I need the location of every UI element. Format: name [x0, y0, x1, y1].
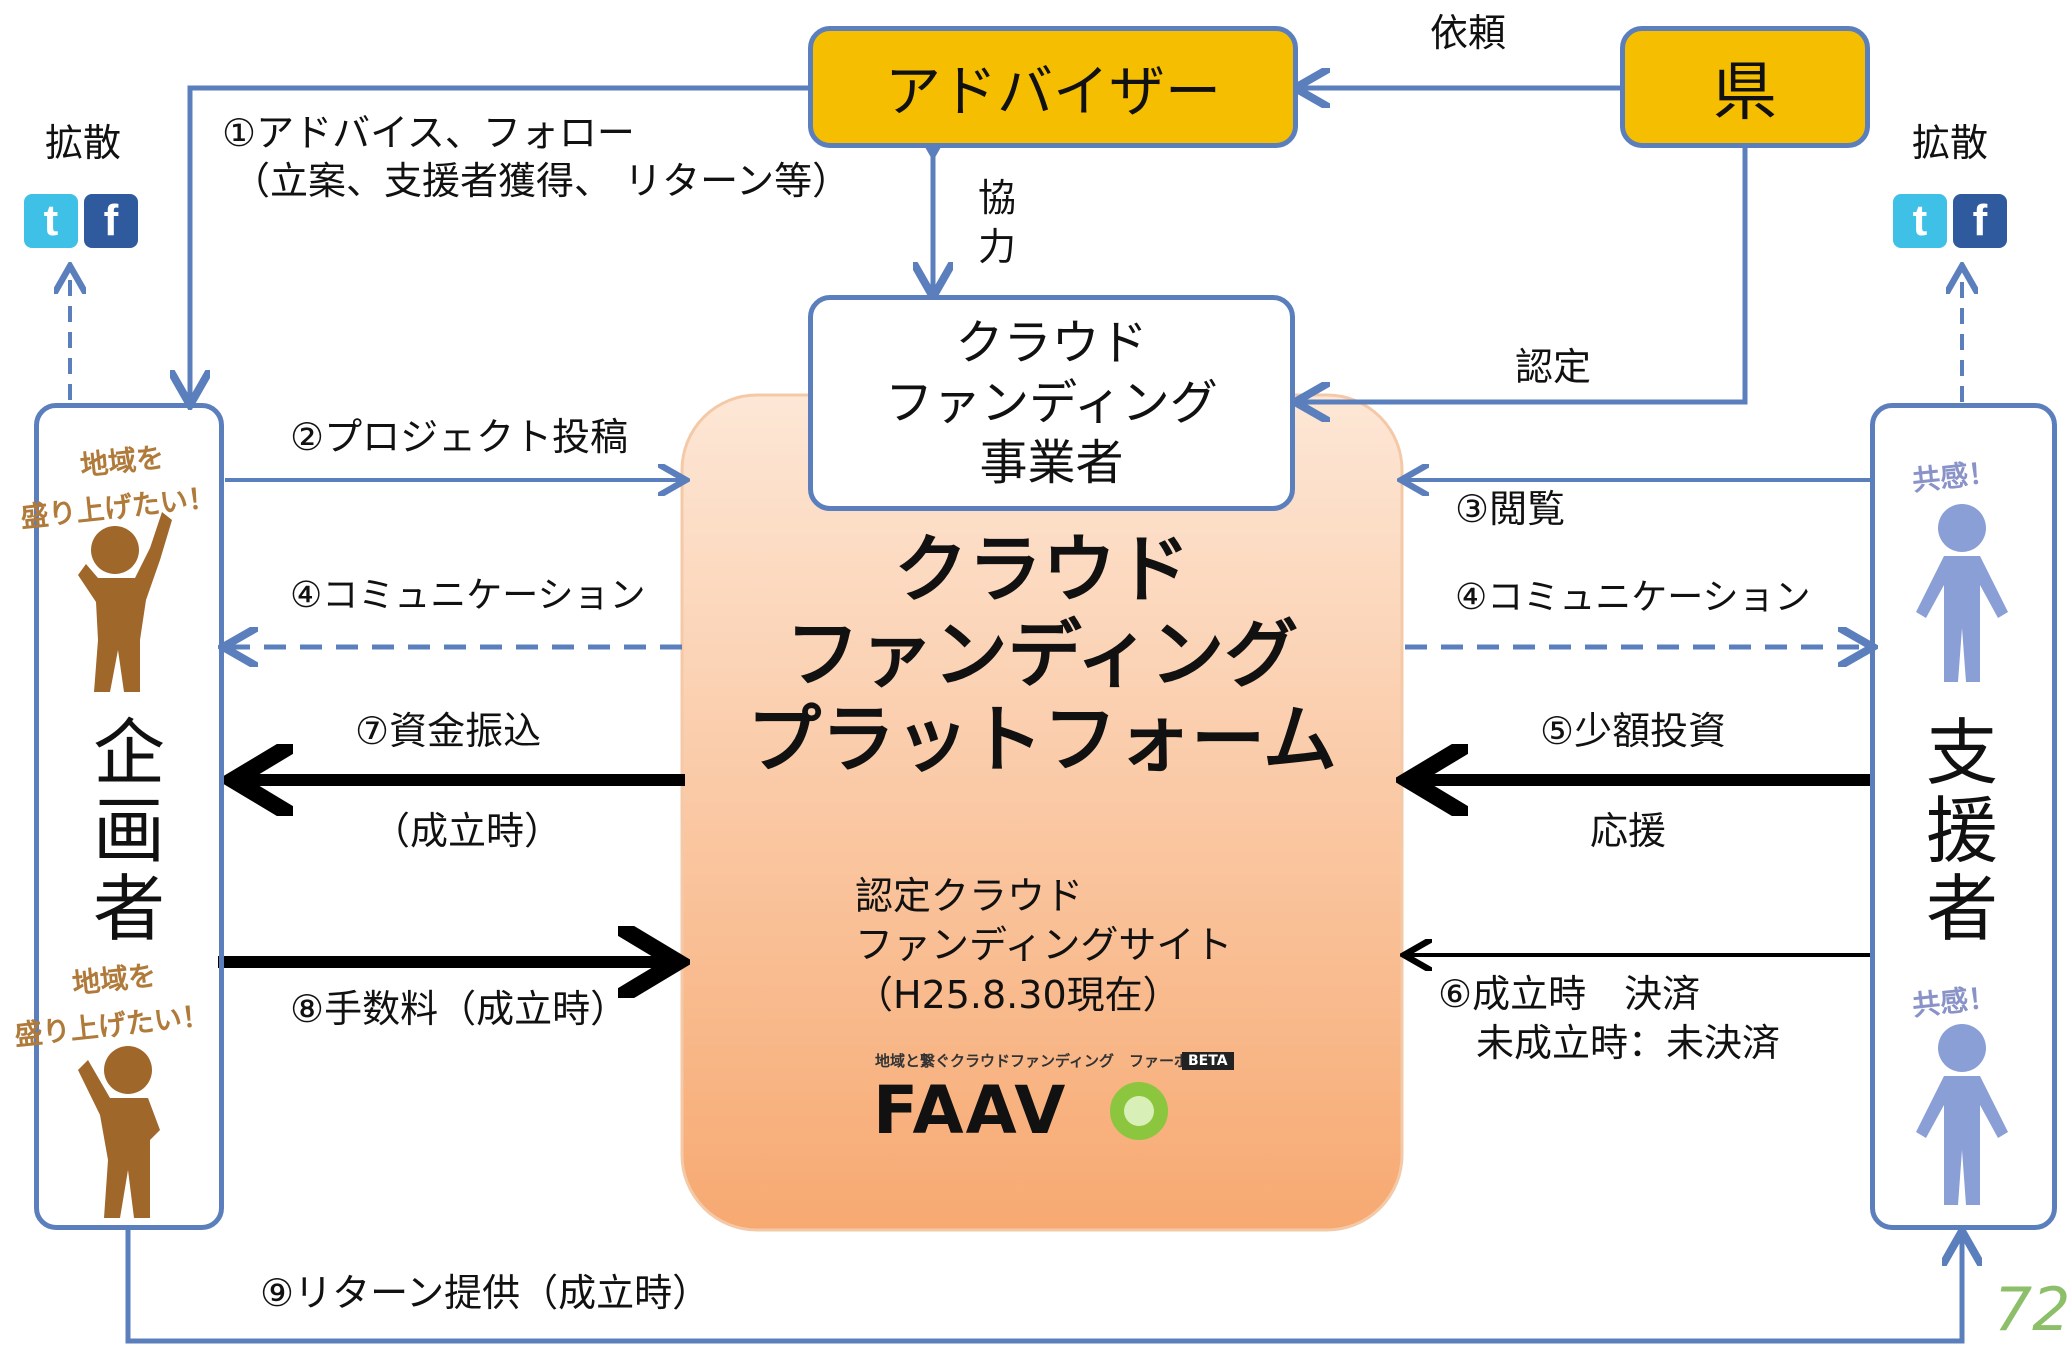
advisor-label: アドバイザー	[885, 59, 1221, 125]
platform-title: クラウド ファンディング プラットフォーム	[692, 527, 1392, 784]
sns-left: t f	[24, 194, 138, 248]
logo-wordmark: FAAV	[873, 1072, 1068, 1149]
certify-label: 認定	[1515, 345, 1592, 389]
request-label: 依頼	[1430, 11, 1507, 55]
step2-label: ②プロジェクト投稿	[290, 415, 629, 459]
supporter-figure-bottom	[1916, 1024, 2008, 1205]
certify-arrow	[1300, 148, 1748, 402]
page-number: 72	[1994, 1275, 2067, 1345]
supporter-char-2: 援	[1925, 788, 1998, 873]
operator-line-2: ファンディング	[885, 375, 1218, 431]
facebook-icon: f	[1953, 194, 2007, 248]
twitter-icon: t	[1893, 194, 1947, 248]
planner-char-2: 画	[92, 788, 165, 873]
twitter-icon: t	[24, 194, 78, 248]
step1-sub-label: （立案、支援者獲得、 リターン等）	[232, 159, 851, 203]
logo-circle-icon	[1110, 1082, 1168, 1140]
step7-label: ⑦資金振込	[355, 709, 542, 753]
step3-label: ③閲覧	[1455, 487, 1566, 531]
logo-tagline: 地域と繋ぐクラウドファンディング ファーボ	[875, 1052, 1189, 1070]
facebook-icon: f	[84, 194, 138, 248]
cooperate-char-2: 力	[978, 225, 1017, 270]
platform-title-line-2: ファンディング	[785, 612, 1299, 699]
step5-sub-label: 応援	[1590, 809, 1667, 853]
supporter-char-3: 者	[1925, 866, 1998, 951]
planner-box	[34, 403, 224, 1230]
planner-figure-top	[78, 512, 172, 692]
cooperate-label: 協 力	[978, 174, 1016, 273]
prefecture-box: 県	[1620, 26, 1870, 148]
advice-arrow	[190, 85, 808, 400]
step4-left-label: ④コミュニケーション	[290, 575, 646, 616]
platform-title-line-3: プラットフォーム	[747, 697, 1337, 784]
platform-caption: 認定クラウド ファンディングサイト （H25.8.30現在）	[855, 872, 1232, 1020]
supporter-char-1: 支	[1925, 711, 1998, 795]
operator-line-3: 事業者	[979, 435, 1124, 491]
spread-right-label: 拡散	[1912, 121, 1989, 165]
sns-right: t f	[1893, 194, 2007, 248]
platform-caption-line-3: （H25.8.30現在）	[855, 972, 1181, 1017]
platform-title-line-1: クラウド	[894, 527, 1190, 613]
logo-beta-badge: BETA	[1182, 1052, 1234, 1070]
supporter-figure-top	[1916, 504, 2008, 682]
platform-caption-line-1: 認定クラウド	[855, 874, 1084, 918]
planner-char-1: 企	[92, 711, 165, 795]
step1-label: ①アドバイス、フォロー	[222, 111, 635, 155]
operator-box: クラウド ファンディング 事業者	[808, 295, 1295, 511]
step8-label: ⑧手数料（成立時）	[290, 987, 629, 1031]
step6-sub-label: 未成立時：未決済	[1476, 1021, 1781, 1065]
operator-line-1: クラウド	[955, 315, 1148, 371]
planner-char-3: 者	[92, 866, 165, 951]
supporter-box	[1870, 403, 2057, 1230]
supporter-title: 支 援 者	[1922, 711, 2002, 951]
prefecture-label: 県	[1713, 56, 1777, 130]
return-arrow	[125, 1230, 1962, 1344]
advisor-box: アドバイザー	[808, 26, 1298, 148]
cooperate-char-1: 協	[978, 176, 1017, 220]
step7-sub-label: （成立時）	[372, 809, 563, 853]
step4-right-label: ④コミュニケーション	[1455, 577, 1811, 618]
planner-figure-bottom	[78, 1046, 160, 1218]
platform-caption-line-2: ファンディングサイト	[855, 923, 1233, 968]
spread-left-label: 拡散	[45, 121, 122, 165]
step5-label: ⑤少額投資	[1540, 709, 1727, 753]
step9-label: ⑨リターン提供（成立時）	[260, 1271, 711, 1315]
step6-label: ⑥成立時 決済	[1438, 972, 1701, 1016]
planner-title: 企 画 者	[89, 711, 169, 951]
